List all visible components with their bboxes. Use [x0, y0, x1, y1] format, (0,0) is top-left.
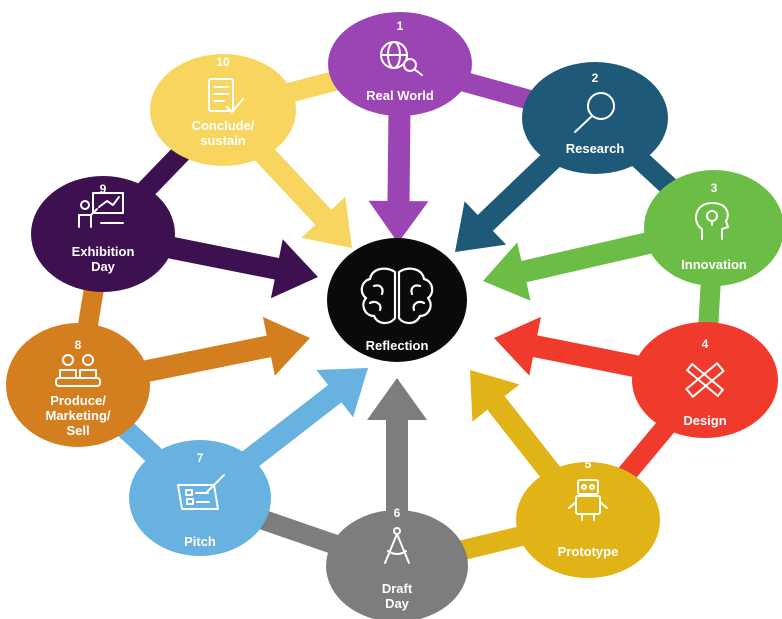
node-number: 1: [397, 19, 404, 33]
node-label: Produce/: [50, 393, 106, 408]
node-number: 6: [394, 506, 401, 520]
arrow-8: [127, 316, 310, 386]
node-label: Real World: [366, 88, 434, 103]
compass-icon: [384, 527, 410, 564]
node-number: 8: [75, 338, 82, 352]
node-label: Draft: [382, 581, 413, 596]
arrow-3: [483, 228, 669, 301]
node-number: 4: [702, 337, 709, 351]
presentation-icon: [78, 192, 124, 228]
arrow-5: [470, 370, 567, 489]
node-number: 9: [100, 182, 107, 196]
node-label: Day: [91, 259, 116, 274]
arrow-10: [247, 137, 352, 248]
node-label: Conclude/: [192, 118, 255, 133]
checklist-icon: [208, 78, 244, 113]
workers-icon: [55, 354, 101, 387]
node-label: Day: [385, 596, 410, 611]
node-number: 10: [216, 55, 230, 69]
arrow-7: [232, 368, 368, 477]
node-label: Marketing/: [45, 408, 110, 423]
node-label: sustain: [200, 133, 246, 148]
node-circle: [326, 510, 468, 619]
pencil-ruler-icon: [685, 362, 725, 398]
robot-icon: [568, 479, 608, 521]
node-circle: [328, 12, 472, 116]
node-circle: [632, 322, 778, 438]
center-label: Reflection: [366, 338, 429, 353]
arrow-9: [149, 232, 318, 299]
node-label: Research: [566, 141, 625, 156]
node-number: 5: [585, 457, 592, 471]
node-circle: [129, 440, 271, 556]
node-label: Exhibition: [72, 244, 135, 259]
node-number: 2: [592, 71, 599, 85]
arrow-2: [455, 143, 569, 252]
node-circle: [516, 462, 660, 578]
arrow-4: [494, 316, 659, 382]
center-circle: [327, 238, 467, 362]
magnifier-icon: [574, 92, 615, 133]
node-circle: [31, 176, 175, 292]
brain-icon: [360, 267, 434, 325]
node-label: Sell: [66, 423, 89, 438]
node-label: Innovation: [681, 257, 747, 272]
node-number: 3: [711, 181, 718, 195]
head-lightbulb-icon: [695, 202, 729, 240]
node-circle: [644, 170, 782, 286]
arrow-1: [368, 108, 429, 243]
checklist-pen-icon: [177, 474, 225, 510]
node-number: 7: [197, 451, 204, 465]
center-node: Reflection: [327, 238, 467, 362]
node-label: Pitch: [184, 534, 216, 549]
node-label: Prototype: [558, 544, 619, 559]
arrow-6: [367, 378, 427, 519]
arrows: [127, 108, 669, 519]
globe-search-icon: [380, 41, 423, 76]
node-label: Design: [683, 413, 726, 428]
